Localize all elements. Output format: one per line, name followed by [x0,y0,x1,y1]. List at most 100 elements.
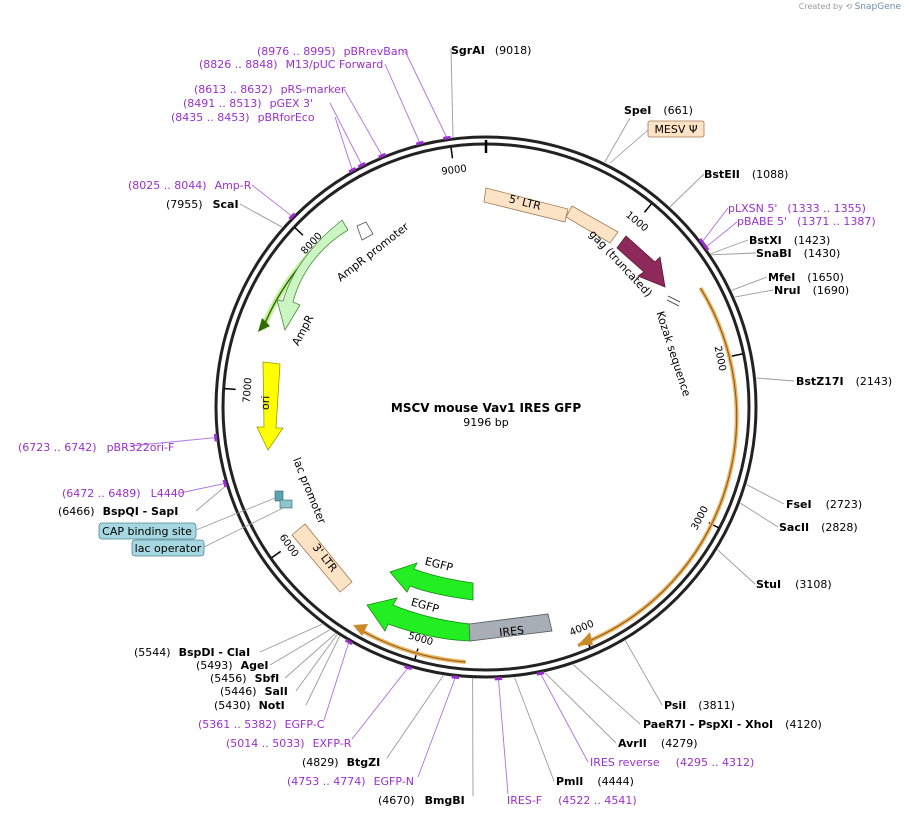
tick-mark-1000 [643,203,652,213]
primer-pbrforeco-site-mark [348,167,357,174]
enzyme-mfei-leader [731,276,768,291]
enzyme-btgzi-leader [386,675,444,759]
enzyme-sacii: SacII(2828) [779,521,858,534]
feature-mesv-psi: MESV Ψ [647,120,705,138]
enzyme-nrui: NruI(1690) [774,284,849,297]
feature-lac-promoter-label: lac promoter [290,456,329,527]
plasmid-length: 9196 bp [463,416,508,429]
primer-pgex3-site-mark [357,162,366,169]
primer-egfp-c-site-mark [344,638,353,646]
primer-pbrforeco-leader [334,116,353,171]
enzyme-sbfi-leader [284,633,336,679]
enzyme-snabi-leader [711,252,757,256]
primer-egfp-n-leader [417,677,456,778]
primer-ires-f-leader [497,678,509,795]
tick-label-1000: 1000 [623,210,650,235]
enzyme-spei-leader [604,117,631,163]
feature-ampr-promoter [356,221,374,241]
primer-ires-f: IRES-F(4522 .. 4541) [507,794,637,807]
feature-3ltr: 3' LTR [291,523,353,593]
primer-amp-r-site-mark [288,212,296,221]
primer-ires-reverse-leader [540,673,589,763]
credit-prefix: Created by [798,2,843,11]
tick-label-7000: 7000 [242,377,255,403]
ltr-region-span-bottom-inner [356,627,466,663]
primer-egfp-c-leader [323,641,350,721]
primer-prs-marker-leader [343,88,383,156]
primer-prs-marker-site-mark [378,152,387,159]
ltr-region-bottom-arrowhead [353,624,368,636]
feature-ires-label: IRES [499,624,525,640]
snapgene-credit: Created by ⟲ SnapGene [799,2,901,12]
cap-binding-site-label: CAP binding site [102,525,192,538]
primer-m13-puc-site-mark [415,140,424,146]
enzyme-sali-leader [295,634,338,692]
primer-prs-marker: (8613 .. 8632)pRS-marker [194,83,346,96]
feature-egfp-upper-label: EGFP [423,555,454,575]
enzyme-fsei: FseI(2723) [786,498,862,511]
enzyme-agei-leader [269,629,331,666]
feature-egfp-upper [389,562,474,601]
enzyme-stui: StuI(3108) [756,578,832,591]
enzyme-bstz17i-leader [756,377,795,382]
enzyme-clai-leader [259,623,323,653]
enzyme-avrii: AvrII(4279) [618,737,697,750]
primer-amp-r: (8025 .. 8044)Amp-R [128,179,252,192]
enzyme-scai: (7955)ScaI [166,198,239,211]
tick-mark-2000 [731,353,743,357]
primer-egfp-c: (5361 .. 5382)EGFP-C [198,718,325,731]
cap-leader [195,497,276,531]
enzyme-pmli: PmlI(4444) [556,775,634,788]
mesv-leader [609,129,649,164]
tick-label-9000: 9000 [441,163,468,177]
enzyme-nrui-leader [734,289,774,298]
primer-l4440-site-mark [222,479,228,488]
tick-mark-9000 [450,147,454,159]
primer-pbrrevbam: (8976 .. 8995)pBRrevBam [257,45,408,58]
plasmid-name: MSCV mouse Vav1 IRES GFP [391,401,581,415]
feature-ori-arrow [256,361,284,451]
feature-mesv-label: MESV Ψ [654,123,697,136]
feature-cap-box [274,490,284,502]
feature-ampr-label: AmpR [289,312,316,347]
primer-ires-reverse-site-mark [536,671,545,676]
kozak-marker-1 [667,295,681,303]
enzyme-sacii-leader [740,502,779,528]
feature-ori-label: ori [259,395,272,410]
enzyme-psii-leader [624,640,663,706]
kozak-marker-2 [666,299,680,307]
primer-pbr322ori-f: (6723 .. 6742)pBR322ori-F [18,441,174,454]
enzyme-pmli-leader [514,677,555,782]
lac-operator-leader [203,507,284,548]
enzyme-sbfi: (5456)SbfI [210,672,279,685]
primer-plxsn5-site-mark [698,237,706,246]
tick-mark-6000 [271,550,282,559]
primer-egfp-n-site-mark [451,675,460,680]
enzyme-sapi: (6466)BspQI - SapI [58,505,178,518]
annotation-leaders [129,47,795,797]
ltr-region-arrowhead [578,632,593,645]
primer-exfp-r: (5014 .. 5033)EXFP-R [226,737,352,750]
primer-l4440-leader [179,483,226,494]
lac-operator-label: lac operator [135,542,202,555]
feature-kozak-label: Kozak sequence [653,310,693,399]
feature-lac-operator-box [279,499,293,509]
enzyme-noti-leader [305,636,340,706]
feature-gag-box [565,205,619,244]
primer-pbrrevbam-leader [404,50,448,139]
cap-binding-site-box: CAP binding site [98,522,197,540]
primer-exfp-r-site-mark [404,665,413,671]
enzyme-noti: (5430)NotI [214,699,285,712]
primer-pbrrevbam-site-mark [443,135,451,140]
primer-plxsn5: pLXSN 5'(1333 .. 1355) [728,202,866,215]
enzyme-fsei-leader [746,484,785,505]
tick-label-2000: 2000 [712,345,728,372]
enzyme-bsteii: BstEII(1088) [704,168,788,181]
primer-pgex3: (8491 .. 8513)pGEX 3' [183,97,313,110]
enzyme-sali: (5446)SalI [220,685,288,698]
primer-amp-r-leader [251,184,293,217]
credit-brand: SnapGene [854,2,901,12]
feature-ires [468,613,553,642]
enzyme-bstxi-leader [710,239,749,255]
